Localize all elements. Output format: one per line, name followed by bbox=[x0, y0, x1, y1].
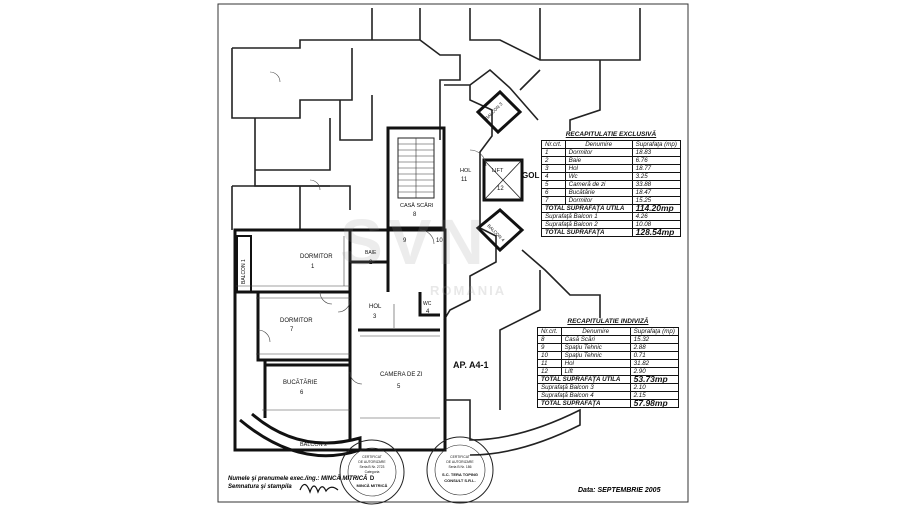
balcony1 bbox=[236, 235, 252, 293]
watermark: SVN bbox=[340, 206, 490, 278]
col-denumire: Denumire bbox=[564, 140, 633, 149]
balcony2 bbox=[239, 412, 362, 458]
table-exclusive-title: RECAPITULATIE EXCLUSIVĂ bbox=[565, 131, 657, 138]
upper-walls bbox=[231, 8, 461, 141]
svg-text:DE AUTORIZARE: DE AUTORIZARE bbox=[358, 460, 386, 464]
lift-label: LIFT bbox=[492, 168, 504, 174]
signature-mark bbox=[299, 483, 339, 494]
gol-label: GOL bbox=[522, 171, 539, 180]
dimension-lines bbox=[236, 236, 440, 419]
room-8-num: 8 bbox=[413, 212, 417, 218]
stair-core bbox=[386, 126, 446, 230]
svg-text:CERTIFICAT: CERTIFICAT bbox=[450, 455, 470, 459]
room-4-name: WC bbox=[423, 301, 432, 307]
stamp1-ring bbox=[339, 439, 405, 505]
room-6-num: 6 bbox=[300, 390, 304, 396]
svg-text:CERTIFICAT: CERTIFICAT bbox=[362, 455, 382, 459]
room-11-num: 11 bbox=[461, 177, 468, 183]
balcony1-label: BALCON 1 bbox=[241, 259, 247, 284]
room-11-name: HOL bbox=[460, 168, 471, 174]
room-6-name: BUCĂTĂRIE bbox=[283, 379, 317, 386]
table-header-row: Nr.crt. Denumire Suprafaţa (mp) bbox=[541, 140, 681, 149]
svg-text:MINCĂ MITRICĂ: MINCĂ MITRICĂ bbox=[357, 483, 388, 488]
room-5-num: 5 bbox=[397, 384, 401, 390]
watermark-sub: ROMANIA bbox=[430, 283, 507, 298]
col-suprafata: Suprafaţa (mp) bbox=[631, 140, 681, 149]
room-10-num: 10 bbox=[436, 238, 443, 244]
room-7-name: DORMITOR bbox=[280, 318, 313, 324]
col-nr: Nr.crt. bbox=[537, 327, 562, 336]
col-suprafata: Suprafaţa (mp) bbox=[629, 327, 679, 336]
col-denumire: Denumire bbox=[560, 327, 631, 336]
table-indiviza: RECAPITULATIE INDIVIZĂ Nr.crt. Denumire … bbox=[537, 318, 679, 408]
stamp1-text: CERTIFICAT DE AUTORIZARE Seria B Nr. 272… bbox=[357, 455, 388, 488]
svg-text:D: D bbox=[370, 476, 375, 482]
col-nr: Nr.crt. bbox=[541, 140, 566, 149]
room-2-name: BAIE bbox=[365, 250, 377, 256]
room-3-name: HOL bbox=[369, 304, 382, 310]
table-exclusive: RECAPITULATIE EXCLUSIVĂ Nr.crt. Denumire… bbox=[541, 131, 681, 237]
balcony2-label: BALCON 2 bbox=[300, 442, 327, 448]
plan-date: Data: SEPTEMBRIE 2005 bbox=[578, 487, 661, 494]
table-header-row: Nr.crt. Denumire Suprafaţa (mp) bbox=[537, 327, 679, 336]
room-4-num: 4 bbox=[426, 309, 430, 315]
apartment-outline bbox=[233, 228, 447, 452]
room-5-name: CAMERA DE ZI bbox=[380, 372, 423, 378]
balcony3 bbox=[475, 89, 523, 135]
executor-name: Numele şi prenumele exec./ing.: MINCĂ MI… bbox=[228, 476, 368, 482]
svg-text:DE AUTORIZARE: DE AUTORIZARE bbox=[446, 460, 474, 464]
stamp2-ring bbox=[426, 436, 494, 504]
svg-text:Categoria: Categoria bbox=[365, 470, 380, 474]
room-12-num: 12 bbox=[497, 186, 504, 192]
svg-text:Seria B Nr. 186: Seria B Nr. 186 bbox=[449, 465, 472, 469]
room-8-name: CASĂ SCĂRI bbox=[400, 202, 434, 209]
room-9-num: 9 bbox=[403, 238, 407, 244]
lift-shaft bbox=[482, 158, 524, 202]
table-indiviza-title: RECAPITULATIE INDIVIZĂ bbox=[567, 318, 649, 325]
balcony4 bbox=[475, 208, 525, 253]
stair-treads bbox=[398, 138, 434, 198]
door-swings bbox=[257, 71, 487, 385]
svg-text:Seria B Nr. 2723: Seria B Nr. 2723 bbox=[360, 465, 385, 469]
room-2-num: 2 bbox=[369, 260, 373, 266]
svg-text:CONSULT S.R.L.: CONSULT S.R.L. bbox=[444, 478, 475, 483]
room-1-num: 1 bbox=[311, 264, 315, 270]
stamp2-text: CERTIFICAT DE AUTORIZARE Seria B Nr. 186… bbox=[442, 455, 478, 483]
room-7-num: 7 bbox=[290, 327, 294, 333]
signature-caption: Semnatura şi stampila bbox=[228, 484, 292, 490]
room-1-name: DORMITOR bbox=[300, 254, 333, 260]
svg-text:S.C. TERA TOPING: S.C. TERA TOPING bbox=[442, 472, 478, 477]
room-3-num: 3 bbox=[373, 314, 377, 320]
apartment-label: AP. A4-1 bbox=[453, 360, 489, 370]
